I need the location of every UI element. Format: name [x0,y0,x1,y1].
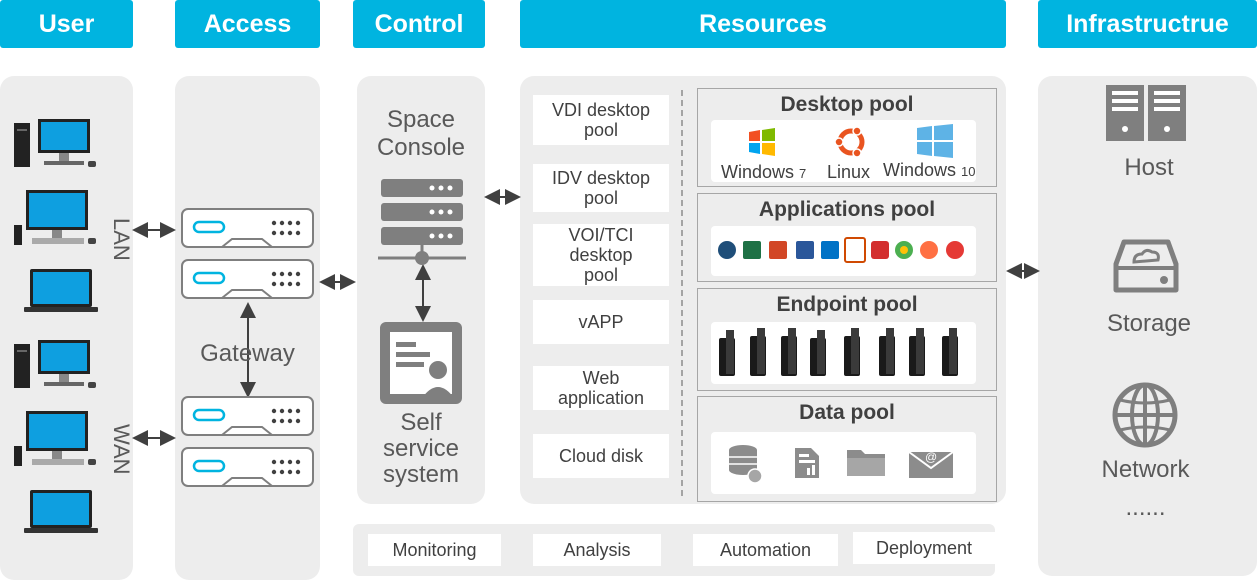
gateway-device-icon [180,258,315,300]
wan-label: WAN [109,424,134,475]
header-access: Access [175,0,320,48]
header-infrastructure: Infrastructrue [1038,0,1257,48]
resource-line: pool [583,265,618,285]
storage-icon [1113,239,1179,293]
user-devices [14,119,98,533]
server-stack-icon [378,179,466,265]
self-service-line2: service [382,435,460,462]
firefox-icon [920,241,938,259]
linux-label: Linux [827,162,871,182]
resource-line: application [557,388,645,408]
resource-line: pool [583,188,619,208]
resource-line: Cloud disk [558,446,644,466]
powerpoint-icon [769,241,787,259]
app-icon [946,241,964,259]
endpoint-pool-content [711,322,976,384]
folder-icon [847,450,885,476]
endpoint-pool-title: Endpoint pool [776,293,918,316]
svg-text:@: @ [925,450,937,464]
windows10-version: 10 [961,164,976,179]
deployment-item: Deployment [853,532,995,564]
resource-vapp: vAPP [533,300,669,344]
space-console-line2: Console [376,134,466,161]
report-document-icon [795,448,819,478]
header-resources: Resources [520,0,1006,48]
database-icon [729,445,763,484]
self-service-line1: Self [400,409,442,436]
resource-line: IDV desktop [551,168,651,188]
data-pool-content: @ [711,432,976,494]
host-label: Host [1124,154,1174,181]
data-pool: Data pool @ [697,396,997,502]
desktop-pool: Desktop pool Windows 7 Linux Windows 10 [697,88,997,187]
resource-line: desktop [569,245,633,265]
header-control: Control [353,0,485,48]
applications-pool: Applications pool [697,193,997,282]
resource-cloud-disk: Cloud disk [533,434,669,478]
excel-icon [743,241,761,259]
windows7-text: Windows [721,162,795,182]
applications-pool-title: Applications pool [758,198,936,221]
windows10-logo-icon [917,124,953,158]
endpoint-pool: Endpoint pool [697,288,997,391]
desktop-pool-title: Desktop pool [780,93,914,116]
gateway-device-icon [180,395,315,437]
automation-item: Automation [693,534,838,566]
windows7-logo-icon [749,128,775,156]
monitoring-item: Monitoring [368,534,501,566]
laptop-icon [24,490,98,533]
resource-line: Web [582,368,620,388]
desktop-pool-content: Windows 7 Linux Windows 10 [711,120,976,182]
gateway-device-icon [180,207,315,249]
applications-pool-content [711,226,976,276]
resource-line: pool [583,120,619,140]
storage-label: Storage [1106,310,1192,337]
more-label: ...... [1125,494,1166,521]
desktop-computer-icon [14,411,96,466]
desktop-computer-icon [14,190,96,245]
data-pool-title: Data pool [799,401,895,424]
desktop-computer-icon [14,340,96,388]
document-app-icon [844,237,866,263]
app-icon [718,241,736,259]
word-icon [796,241,814,259]
desktop-computer-icon [14,119,96,167]
header-user: User [0,0,133,48]
windows10-text: Windows [883,160,957,180]
resource-line: VOI/TCI [568,225,634,245]
windows7-label: Windows 7 [721,162,806,183]
endpoint-devices-icon [719,328,958,376]
app-icon [871,241,889,259]
windows7-version: 7 [799,166,807,181]
space-console-label: Space Console [357,106,485,162]
network-label: Network [1101,456,1190,483]
space-console-line1: Space [386,106,456,133]
application-icons [718,237,964,263]
email-icon: @ [908,450,954,478]
outlook-icon [821,241,839,259]
analysis-item: Analysis [533,534,661,566]
ubuntu-logo-icon [834,126,865,158]
resource-line: VDI desktop [551,100,651,120]
self-service-line3: system [382,461,459,488]
gateway-device-icon [180,446,315,488]
windows10-label: Windows 10 [883,160,976,181]
laptop-icon [24,269,98,312]
host-server-icon [1106,85,1186,141]
lan-label: LAN [109,218,134,261]
resource-line: vAPP [578,312,624,332]
gateway-label: Gateway [200,340,295,367]
network-globe-icon [1112,382,1178,448]
self-service-label: Self service system [357,410,485,488]
infrastructure-panel [1038,76,1257,576]
self-service-icon [380,322,462,404]
